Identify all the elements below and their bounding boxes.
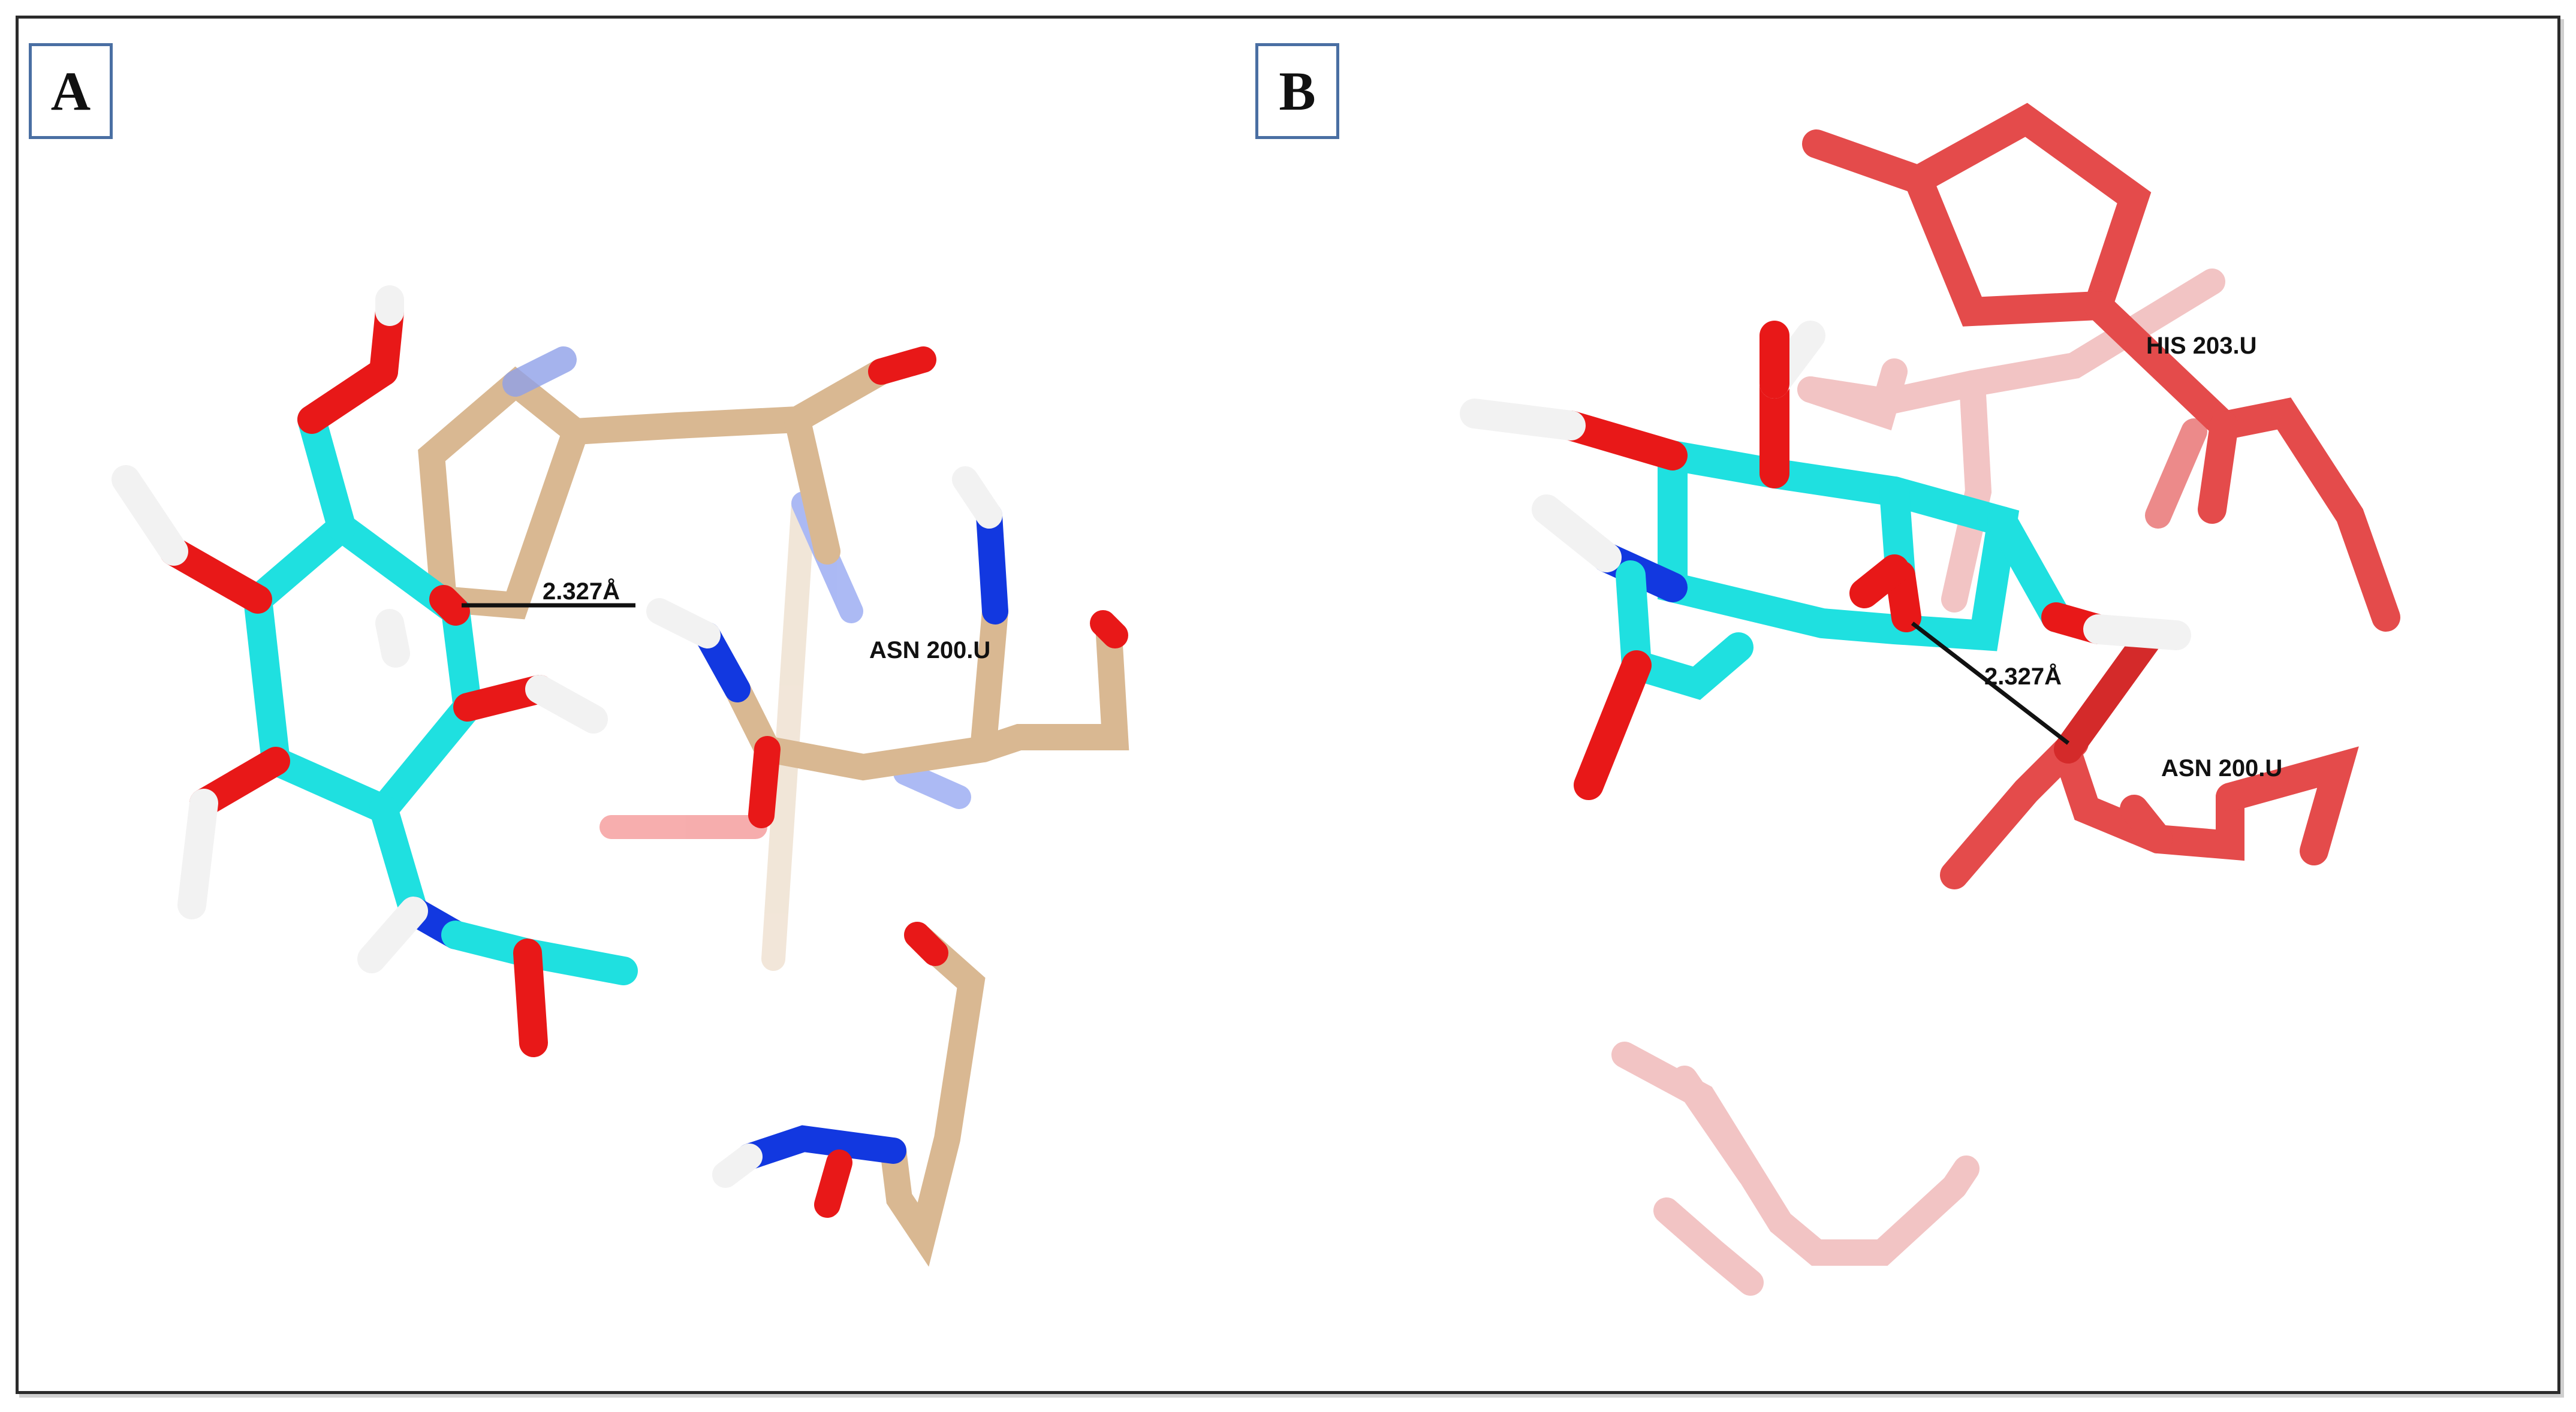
panel-b-tag: B: [1255, 43, 1339, 139]
panel-a-distance-label: 2.327Å: [543, 578, 620, 605]
panel-b-distance-label: 2.327Å: [1984, 663, 2062, 690]
panel-a-structure: 2.327Å ASN 200.U: [112, 285, 1129, 1267]
figure-frame: [16, 16, 2560, 1394]
panel-a-tag: A: [29, 43, 113, 139]
panel-b-residue-label-his203: HIS 203.U: [2146, 333, 2257, 359]
panel-a-residue-label-asn200: ASN 200.U: [869, 637, 990, 663]
panel-b-residue-label-asn200: ASN 200.U: [2161, 755, 2282, 782]
panel-b-structure: 2.327Å HIS 203.U ASN 200.U: [1460, 102, 2400, 1296]
